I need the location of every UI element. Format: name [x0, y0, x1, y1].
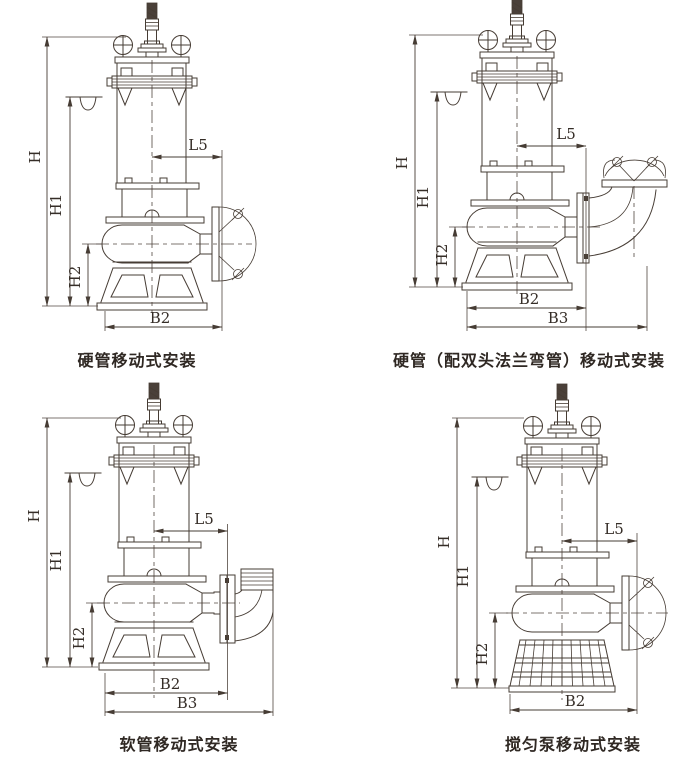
dim-label-h1: H1	[454, 565, 472, 588]
dim-label-l5: L5	[188, 136, 208, 154]
dim-label-h: H	[26, 150, 44, 163]
dimension-B3: B3	[104, 694, 274, 715]
pump-top	[523, 383, 601, 445]
dimension-B2: B2	[509, 692, 638, 713]
dimension-B3: B3	[466, 309, 648, 330]
caption-hose: 软管移动式安装	[119, 735, 239, 754]
caption-mixing-pump: 搅匀泵移动式安装	[504, 735, 642, 754]
pump-casing	[466, 160, 578, 247]
water-level-icon	[430, 91, 468, 106]
pump-casing	[103, 536, 215, 623]
dim-label-h2: H2	[70, 627, 88, 650]
dim-label-b2: B2	[160, 675, 181, 693]
dim-label-h1: H1	[414, 186, 432, 209]
dimension-B2: B2	[104, 675, 228, 696]
diagram-rigid-pipe: H H1 H2 L5 B2	[26, 2, 257, 331]
dim-label-h2: H2	[66, 266, 84, 289]
pump-casing	[511, 546, 623, 633]
water-level-icon	[65, 96, 103, 111]
pump-casing	[101, 177, 213, 264]
hose-elbow	[213, 568, 274, 644]
dimension-L5: L5	[516, 125, 587, 149]
caption-rigid-pipe: 硬管移动式安装	[77, 351, 197, 370]
flanged-elbow	[576, 155, 668, 264]
diagram-mixing-pump: H H1 H2 L5 B2	[435, 383, 668, 714]
dimension-L5: L5	[153, 510, 228, 534]
dim-label-b3: B3	[177, 694, 198, 712]
dim-label-l5: L5	[604, 520, 624, 538]
pump-top	[113, 2, 191, 64]
dimension-B2: B2	[466, 290, 587, 311]
dim-label-b2: B2	[150, 309, 171, 327]
dim-label-l5: L5	[194, 510, 214, 528]
dimension-H: H	[393, 34, 418, 288]
dim-label-b3: B3	[548, 309, 569, 327]
dimension-L5: L5	[561, 520, 638, 544]
pump-top	[478, 0, 556, 59]
dimension-H1: H1	[414, 91, 440, 288]
dimension-H1: H1	[47, 472, 73, 668]
dim-label-h2: H2	[473, 643, 491, 666]
dimension-H: H	[435, 417, 460, 689]
pump-top	[115, 382, 193, 444]
dim-label-h: H	[25, 509, 43, 522]
dimension-H2: H2	[66, 243, 91, 307]
dimension-B2: B2	[104, 309, 223, 330]
dim-label-h: H	[393, 156, 411, 169]
motor-body	[116, 62, 187, 184]
dimension-H1: H1	[47, 96, 73, 307]
dim-label-b2: B2	[519, 290, 540, 308]
dimension-H: H	[25, 417, 50, 668]
dimension-H2: H2	[473, 612, 498, 689]
strainer-cage	[508, 639, 616, 693]
dimension-H2: H2	[433, 226, 458, 288]
dim-label-h: H	[435, 535, 453, 548]
hose-barb-icon	[240, 568, 274, 591]
diagram-hose: H H1 H2 L5 B2 B3	[25, 382, 274, 716]
dimension-H1: H1	[454, 476, 480, 689]
dim-label-l5: L5	[556, 125, 576, 143]
caption-rigid-pipe-elbow: 硬管（配双头法兰弯管）移动式安装	[392, 351, 666, 370]
dim-label-b2: B2	[565, 692, 586, 710]
diagram-rigid-pipe-elbow: H H1 H2 L5 B2 B3	[393, 0, 668, 331]
dim-label-h2: H2	[433, 244, 451, 267]
dim-label-h1: H1	[47, 549, 65, 572]
dim-label-h1: H1	[47, 194, 65, 217]
dimension-H2: H2	[70, 602, 95, 668]
dimension-H: H	[26, 36, 50, 307]
dimension-L5: L5	[151, 136, 223, 160]
